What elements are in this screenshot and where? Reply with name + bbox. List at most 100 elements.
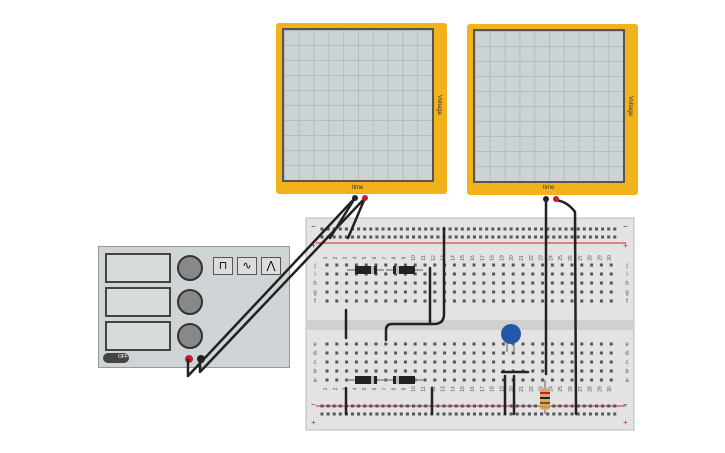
rail-hole[interactable]	[485, 227, 489, 231]
hole-i9[interactable]	[403, 272, 407, 276]
rail-hole[interactable]	[344, 412, 348, 416]
hole-h28[interactable]	[590, 281, 594, 285]
hole-h2[interactable]	[335, 281, 339, 285]
hole-i2[interactable]	[335, 272, 339, 276]
hole-c2[interactable]	[335, 360, 339, 364]
rail-hole[interactable]	[521, 227, 525, 231]
rail-hole[interactable]	[576, 227, 580, 231]
hole-e30[interactable]	[609, 342, 613, 346]
hole-d5[interactable]	[364, 351, 368, 355]
rail-hole[interactable]	[546, 227, 550, 231]
rail-hole[interactable]	[515, 412, 519, 416]
rail-hole[interactable]	[613, 404, 617, 408]
hole-d20[interactable]	[511, 351, 515, 355]
hole-g25[interactable]	[560, 290, 564, 294]
hole-f23[interactable]	[541, 299, 545, 303]
rail-hole[interactable]	[466, 227, 470, 231]
rail-hole[interactable]	[387, 227, 391, 231]
rail-hole[interactable]	[412, 404, 415, 408]
hole-j13[interactable]	[443, 263, 447, 267]
hole-d17[interactable]	[482, 351, 486, 355]
hole-i24[interactable]	[550, 272, 554, 276]
hole-d30[interactable]	[609, 351, 613, 355]
hole-a24[interactable]	[550, 378, 554, 382]
hole-b16[interactable]	[472, 369, 476, 373]
hole-f12[interactable]	[433, 299, 437, 303]
hole-g15[interactable]	[462, 290, 466, 294]
hole-a29[interactable]	[599, 378, 603, 382]
hole-b23[interactable]	[541, 369, 545, 373]
hole-a15[interactable]	[462, 378, 466, 382]
hole-c28[interactable]	[590, 360, 594, 364]
hole-b8[interactable]	[394, 369, 398, 373]
hole-j18[interactable]	[492, 263, 496, 267]
rail-hole[interactable]	[497, 412, 501, 416]
rail-hole[interactable]	[448, 404, 452, 408]
hole-a1[interactable]	[325, 378, 329, 382]
rail-hole[interactable]	[558, 404, 562, 408]
oscilloscope-left[interactable]: time Voltage	[276, 23, 447, 194]
hole-c17[interactable]	[482, 360, 486, 364]
rail-hole[interactable]	[570, 227, 574, 231]
rail-hole[interactable]	[491, 412, 495, 416]
hole-i12[interactable]	[433, 272, 437, 276]
hole-i3[interactable]	[345, 272, 349, 276]
hole-e5[interactable]	[364, 342, 368, 346]
rail-hole[interactable]	[613, 227, 617, 231]
hole-e21[interactable]	[521, 342, 525, 346]
hole-b2[interactable]	[335, 369, 339, 373]
diode-top-1[interactable]	[347, 266, 384, 274]
rail-hole[interactable]	[595, 404, 598, 408]
rail-hole[interactable]	[576, 404, 580, 408]
hole-c9[interactable]	[403, 360, 407, 364]
hole-h18[interactable]	[492, 281, 496, 285]
rail-hole[interactable]	[393, 227, 397, 231]
hole-j29[interactable]	[599, 263, 603, 267]
hole-d13[interactable]	[443, 351, 447, 355]
power-switch[interactable]	[103, 353, 129, 363]
hole-a27[interactable]	[580, 378, 584, 382]
hole-e7[interactable]	[384, 342, 388, 346]
hole-f28[interactable]	[590, 299, 594, 303]
rail-hole[interactable]	[320, 227, 324, 231]
rail-hole[interactable]	[430, 235, 434, 239]
hole-i18[interactable]	[492, 272, 496, 276]
hole-e4[interactable]	[354, 342, 358, 346]
hole-h11[interactable]	[423, 281, 427, 285]
rail-hole[interactable]	[564, 235, 568, 239]
rail-hole[interactable]	[534, 412, 537, 416]
rail-hole[interactable]	[387, 404, 391, 408]
hole-f4[interactable]	[354, 299, 358, 303]
rail-hole[interactable]	[595, 412, 598, 416]
hole-e29[interactable]	[599, 342, 603, 346]
hole-i20[interactable]	[511, 272, 515, 276]
rail-hole[interactable]	[497, 227, 501, 231]
hole-d19[interactable]	[501, 351, 505, 355]
rail-hole[interactable]	[527, 412, 531, 416]
rail-hole[interactable]	[570, 404, 574, 408]
rail-hole[interactable]	[503, 227, 507, 231]
hole-j26[interactable]	[570, 263, 574, 267]
rail-hole[interactable]	[430, 227, 434, 231]
hole-g6[interactable]	[374, 290, 378, 294]
hole-b29[interactable]	[599, 369, 603, 373]
hole-e1[interactable]	[325, 342, 329, 346]
rail-hole[interactable]	[460, 235, 464, 239]
hole-g13[interactable]	[443, 290, 447, 294]
hole-i1[interactable]	[325, 272, 329, 276]
hole-a26[interactable]	[570, 378, 574, 382]
hole-f15[interactable]	[462, 299, 466, 303]
hole-c21[interactable]	[521, 360, 525, 364]
hole-c14[interactable]	[452, 360, 456, 364]
hole-d7[interactable]	[384, 351, 388, 355]
hole-i6[interactable]	[374, 272, 378, 276]
rail-hole[interactable]	[369, 412, 373, 416]
rail-hole[interactable]	[570, 235, 574, 239]
rail-hole[interactable]	[479, 412, 483, 416]
hole-f20[interactable]	[511, 299, 515, 303]
rail-hole[interactable]	[515, 235, 519, 239]
hole-j6[interactable]	[374, 263, 378, 267]
rail-hole[interactable]	[442, 404, 446, 408]
oscilloscope-right[interactable]: time Voltage	[467, 24, 638, 195]
hole-a3[interactable]	[345, 378, 349, 382]
